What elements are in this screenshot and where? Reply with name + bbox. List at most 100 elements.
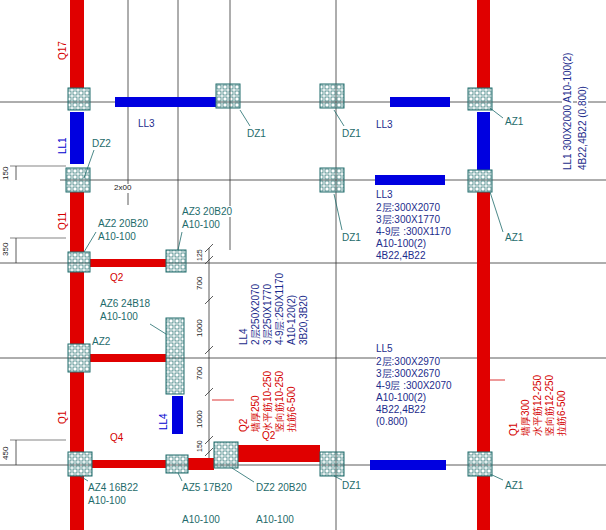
plan-label: 墙厚300: [520, 399, 531, 436]
plan-label: A10-100(2): [376, 392, 426, 403]
edge-column: [166, 250, 186, 272]
plan-label: 4B22,4B22: [376, 404, 426, 415]
plan-label: AZ6 24B18: [100, 298, 150, 309]
plan-label: 700: [196, 367, 205, 380]
plan-label: LL5: [376, 343, 393, 354]
plan-label: 4-9层:250X1170: [274, 273, 285, 345]
leader-line: [334, 476, 342, 480]
grid-line: [0, 102, 606, 103]
coupling-beam: [70, 112, 84, 164]
plan-label: LL3: [376, 189, 393, 200]
coupling-beam: [375, 175, 445, 185]
plan-label: Q2: [110, 272, 123, 283]
edge-column: [468, 170, 492, 192]
column: [320, 84, 344, 108]
plan-label: AZ1: [505, 232, 523, 243]
plan-label: Q11: [57, 212, 68, 230]
plan-label: 3B20,3B20: [298, 296, 309, 346]
dimension-tick: [205, 244, 213, 466]
plan-label: Q1: [57, 411, 68, 424]
coupling-beam: [477, 112, 490, 170]
leader-line: [212, 400, 234, 401]
leader-line: [240, 110, 250, 126]
plan-label: Q1: [508, 423, 519, 436]
plan-label: 125: [196, 249, 204, 261]
plan-label: 水平筋10-250: [262, 371, 273, 432]
shear-wall: [477, 476, 490, 530]
coupling-beam: [370, 460, 446, 470]
plan-label: DZ1: [342, 232, 361, 243]
plan-label: 1000: [196, 319, 205, 337]
shear-wall: [238, 445, 320, 462]
plan-label: 450: [2, 447, 11, 460]
leader-line: [490, 192, 503, 232]
plan-label: LL4: [238, 328, 249, 345]
leader-line: [150, 324, 166, 334]
dimension-line: [209, 248, 210, 462]
column: [216, 84, 240, 108]
leader-line: [232, 468, 254, 482]
plan-label: 4-9层 :300X2070: [376, 380, 452, 391]
edge-column: [68, 452, 92, 476]
coupling-beam: [390, 97, 450, 107]
plan-label: 4B22,4B22 (0.800): [577, 86, 588, 170]
plan-label: A10-100: [256, 514, 294, 525]
plan-label: 150: [196, 440, 204, 452]
plan-label: A10-100: [98, 231, 136, 242]
leader-line: [490, 380, 505, 381]
edge-column: [68, 344, 90, 372]
plan-label: LL1 300X2000 A10-100(2): [562, 53, 573, 170]
plan-label: 2x00: [114, 184, 131, 193]
dimension-line: [10, 166, 66, 167]
leader-line: [84, 150, 94, 178]
plan-label: AZ3 20B20: [182, 206, 232, 217]
plan-label: Q17: [57, 41, 68, 60]
edge-column: [166, 318, 184, 394]
plan-label: 水平筋12-250: [532, 375, 543, 436]
shear-wall: [92, 460, 166, 468]
plan-label: 2层:300X2070: [376, 202, 440, 213]
leader-line: [178, 473, 182, 481]
plan-label: 4-9层 :300X1170: [376, 226, 451, 237]
shear-wall: [70, 372, 84, 452]
plan-label: AZ1: [505, 480, 523, 491]
dimension-line: [10, 238, 66, 239]
column: [214, 442, 238, 468]
plan-label: Q2: [238, 419, 249, 432]
plan-label: 3层:300X2670: [376, 368, 440, 379]
plan-label: (0.800): [376, 416, 408, 427]
column: [320, 168, 344, 192]
dimension-line: [16, 440, 17, 465]
plan-label: 墙厚250: [250, 395, 261, 432]
plan-label: AZ2: [92, 336, 110, 347]
dimension-line: [10, 440, 66, 441]
plan-label: 3层:300X1770: [376, 214, 440, 225]
plan-label: DZ1: [342, 480, 361, 491]
shear-wall: [188, 458, 214, 470]
plan-label: DZ2: [92, 138, 111, 149]
shear-wall: [70, 192, 84, 252]
leader-line: [80, 476, 88, 481]
grid-line: [336, 0, 337, 530]
shear-wall: [70, 272, 84, 344]
plan-label: 2层250X2070: [250, 284, 261, 345]
plan-label: A10-100: [100, 311, 138, 322]
shear-wall: [70, 0, 84, 88]
plan-label: LL4: [158, 413, 169, 430]
plan-label: LL3: [376, 119, 393, 130]
edge-column: [468, 88, 492, 110]
dimension-line: [16, 238, 17, 263]
edge-column: [68, 252, 90, 272]
plan-label: LL3: [138, 118, 155, 129]
leader-line: [490, 474, 503, 480]
plan-label: 竖向筋10-250: [274, 371, 285, 432]
plan-label: 700: [196, 277, 205, 290]
edge-column: [468, 452, 492, 476]
leader-line: [334, 110, 344, 126]
plan-label: 3层250X1770: [262, 284, 273, 345]
plan-label: AZ5 17B20: [182, 482, 232, 493]
plan-label: AZ1: [505, 116, 523, 127]
leader-line: [490, 108, 503, 118]
plan-label: 拉筋6-500: [286, 386, 297, 432]
